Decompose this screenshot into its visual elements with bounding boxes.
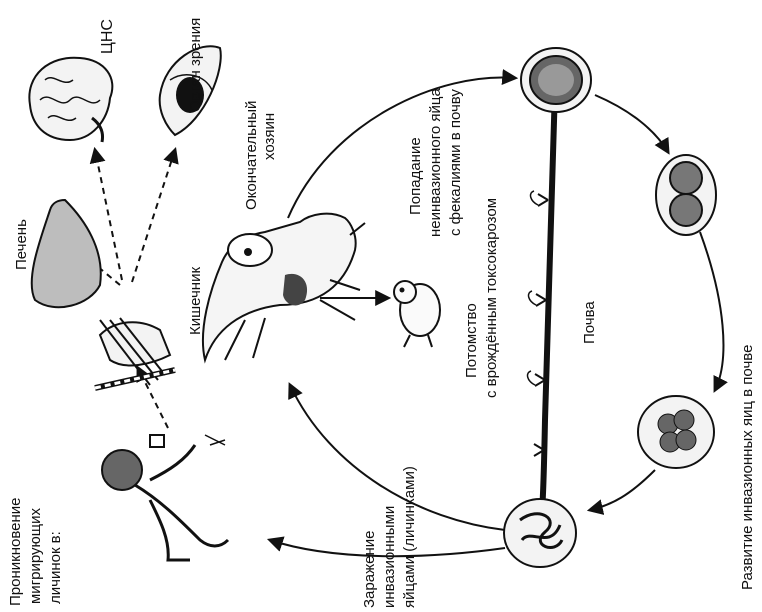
label-offspring-2: с врождённым токсокарозом: [483, 198, 500, 398]
label-offspring-1: Потомство: [463, 303, 480, 378]
intestine-icon: [95, 318, 175, 388]
label-penetration-2: мигрирующих: [27, 507, 44, 604]
label-eggs-to-soil-1: Попадание: [407, 137, 424, 215]
label-eggs-to-soil-3: с фекалиями в почву: [447, 89, 464, 236]
arrow-egg3-to-egg4: [590, 470, 655, 510]
soil-line: [528, 88, 555, 510]
label-eye: Орган зрения: [187, 18, 204, 112]
label-eggs-to-soil-2: неинвазионного яйца: [427, 87, 444, 237]
label-infection-2: инвазионными: [381, 506, 398, 608]
label-definitive-host-1: Окончательный: [243, 101, 260, 210]
egg-unembryonated: [521, 48, 591, 112]
liver-icon: [32, 200, 101, 307]
label-infection-3: яйцами (личинками): [401, 466, 418, 608]
label-cns: ЦНС: [99, 19, 116, 54]
label-definitive-host-2: хозяин: [261, 113, 278, 160]
egg-larvated: [504, 499, 576, 567]
label-soil: Почва: [581, 301, 598, 344]
label-infection-1: Заражение: [361, 531, 378, 608]
arrow-egg1-to-egg2: [595, 95, 668, 152]
label-intestine: Кишечник: [187, 267, 204, 335]
arrow-egg2-to-egg3: [700, 232, 723, 390]
puppy-illustration: [394, 281, 440, 347]
label-penetration-3: личинок в:: [47, 531, 64, 604]
label-liver: Печень: [13, 219, 30, 270]
dog-illustration: [203, 214, 365, 360]
brain-icon: [29, 58, 112, 142]
child-illustration: [102, 435, 228, 560]
label-penetration-1: Проникновение: [7, 498, 24, 606]
egg-morula: [638, 396, 714, 468]
label-development: Развитие инвазионных яиц в почве: [739, 345, 756, 590]
arrow-host-to-soil: [288, 77, 515, 218]
dashed-arrow-to-eye: [132, 150, 175, 282]
egg-two-cell: [656, 155, 716, 235]
